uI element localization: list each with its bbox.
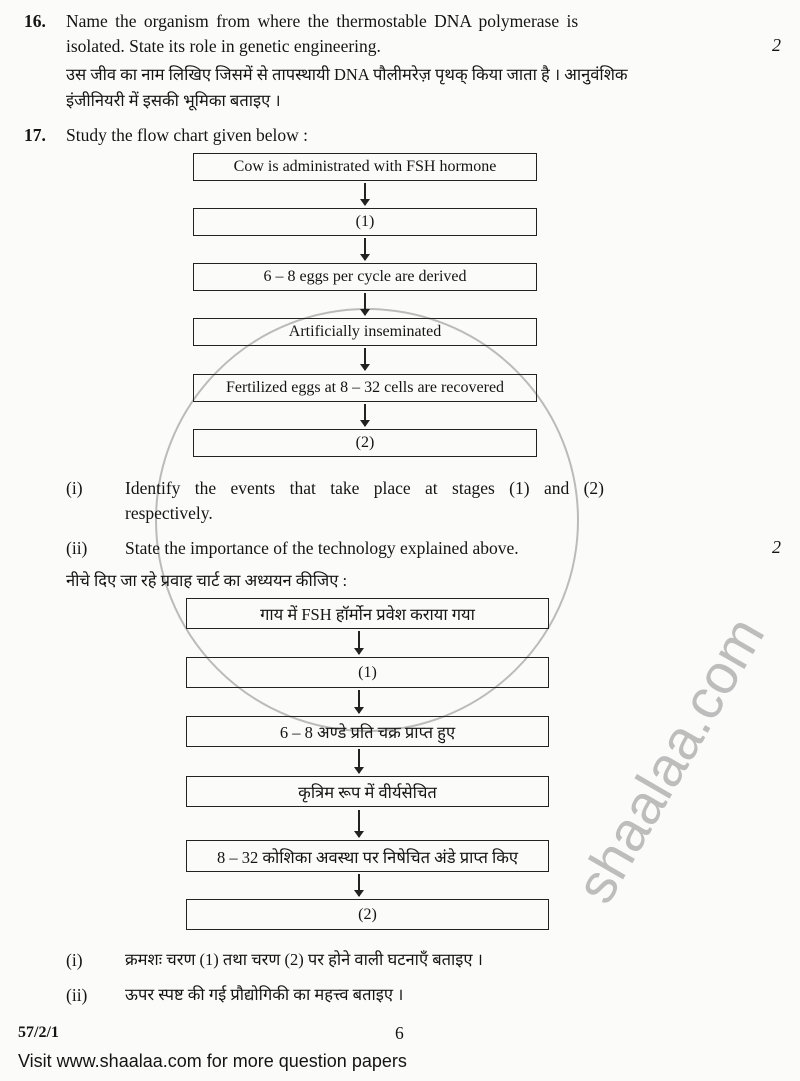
flow-step: (1) bbox=[186, 657, 549, 688]
sub-question-text-hindi: ऊपर स्पष्ट की गई प्रौद्योगिकी का महत्त्व… bbox=[125, 985, 404, 1004]
sub-question-text-hindi: क्रमशः चरण (1) तथा चरण (2) पर होने वाली … bbox=[125, 950, 483, 969]
question-number: 16. bbox=[24, 11, 46, 31]
arrow-down-icon bbox=[360, 348, 370, 371]
marks: 2 bbox=[772, 537, 781, 557]
arrow-down-icon bbox=[360, 238, 370, 261]
footer-banner-link[interactable]: Visit www.shaalaa.com for more question … bbox=[18, 1051, 407, 1071]
paper-code: 57/2/1 bbox=[18, 1024, 59, 1041]
flow-step: Artificially inseminated bbox=[193, 318, 537, 346]
arrow-down-icon bbox=[360, 404, 370, 427]
watermark-text: shaalaa.com bbox=[562, 606, 777, 913]
arrow-down-icon bbox=[360, 183, 370, 206]
arrow-down-icon bbox=[354, 749, 364, 774]
marks: 2 bbox=[772, 35, 781, 55]
question-text: isolated. State its role in genetic engi… bbox=[66, 36, 381, 56]
arrow-down-icon bbox=[354, 631, 364, 655]
flow-step: गाय में FSH हॉर्मोन प्रवेश कराया गया bbox=[186, 598, 549, 629]
flow-step: (1) bbox=[193, 208, 537, 236]
sub-question-text: State the importance of the technology e… bbox=[125, 538, 519, 558]
question-text: Study the flow chart given below : bbox=[66, 125, 309, 145]
question-text-hindi: नीचे दिए जा रहे प्रवाह चार्ट का अध्ययन क… bbox=[66, 571, 348, 590]
sub-question-label: (ii) bbox=[66, 985, 88, 1005]
page-number: 6 bbox=[395, 1023, 404, 1043]
arrow-down-icon bbox=[354, 690, 364, 714]
flow-step: Cow is administrated with FSH hormone bbox=[193, 153, 537, 181]
flow-step: 8 – 32 कोशिका अवस्था पर निषेचित अंडे प्र… bbox=[186, 840, 549, 872]
arrow-down-icon bbox=[354, 874, 364, 897]
arrow-down-icon bbox=[354, 810, 364, 838]
sub-question-label: (i) bbox=[66, 478, 83, 498]
arrow-down-icon bbox=[360, 293, 370, 316]
flow-step: 6 – 8 eggs per cycle are derived bbox=[193, 263, 537, 291]
sub-question-text: respectively. bbox=[125, 503, 213, 523]
flow-step: (2) bbox=[193, 429, 537, 457]
flow-step: (2) bbox=[186, 899, 549, 930]
question-number: 17. bbox=[24, 125, 46, 145]
flow-step: 6 – 8 अण्डे प्रति चक्र प्राप्त हुए bbox=[186, 716, 549, 747]
sub-question-label: (i) bbox=[66, 950, 83, 970]
flow-step: Fertilized eggs at 8 – 32 cells are reco… bbox=[193, 374, 537, 402]
sub-question-label: (ii) bbox=[66, 538, 88, 558]
question-text-hindi: इंजीनियरी में इसकी भूमिका बताइए । bbox=[66, 91, 281, 110]
question-text: Name the organism from where the thermos… bbox=[66, 11, 579, 31]
question-text-hindi: उस जीव का नाम लिखिए जिसमें से तापस्थायी … bbox=[66, 65, 628, 84]
sub-question-text: Identify the events that take place at s… bbox=[125, 478, 605, 498]
flow-step: कृत्रिम रूप में वीर्यसेचित bbox=[186, 776, 549, 807]
